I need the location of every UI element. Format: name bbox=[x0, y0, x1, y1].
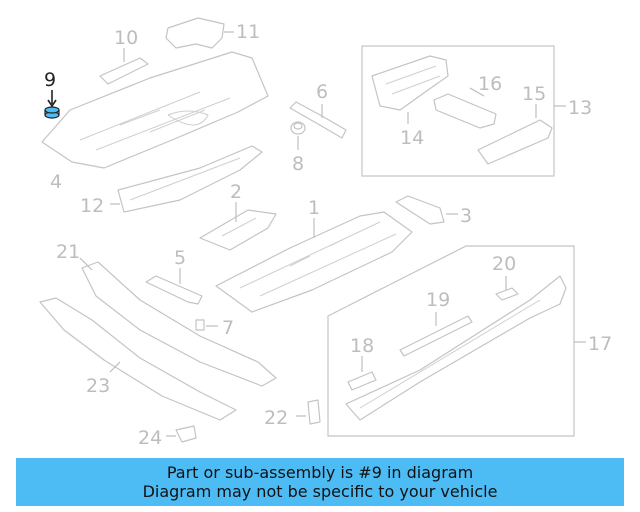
part-1-shape bbox=[215, 211, 413, 313]
callout-16[interactable]: 16 bbox=[478, 73, 502, 95]
part-22-shape bbox=[296, 399, 321, 425]
callout-22[interactable]: 22 bbox=[264, 407, 288, 429]
banner-line-2: Diagram may not be specific to your vehi… bbox=[142, 482, 498, 501]
callout-3[interactable]: 3 bbox=[460, 205, 472, 227]
callout-2[interactable]: 2 bbox=[230, 181, 242, 203]
part-21-shape bbox=[79, 257, 277, 387]
part-6-shape bbox=[289, 101, 347, 139]
callout-13[interactable]: 13 bbox=[568, 97, 592, 119]
assembly-13-box bbox=[361, 45, 566, 177]
part-2-shape bbox=[199, 202, 277, 251]
part-11-shape bbox=[165, 17, 234, 49]
callout-9[interactable]: 9 bbox=[44, 69, 56, 91]
callout-1[interactable]: 1 bbox=[308, 197, 320, 219]
callout-4[interactable]: 4 bbox=[50, 171, 62, 193]
assembly-17-box bbox=[327, 245, 586, 437]
callout-12[interactable]: 12 bbox=[80, 195, 104, 217]
part-23-shape bbox=[39, 297, 237, 421]
callout-24[interactable]: 24 bbox=[138, 427, 162, 449]
callout-6[interactable]: 6 bbox=[316, 81, 328, 103]
callout-7[interactable]: 7 bbox=[222, 317, 234, 339]
info-banner: Part or sub-assembly is #9 in diagram Di… bbox=[16, 458, 624, 506]
parts-diagram: 9 10 11 4 6 8 12 16 15 14 13 2 1 3 21 5 … bbox=[39, 17, 612, 449]
callout-18[interactable]: 18 bbox=[350, 335, 374, 357]
callout-17[interactable]: 17 bbox=[588, 333, 612, 355]
callout-5[interactable]: 5 bbox=[174, 247, 186, 269]
part-7-shape bbox=[195, 319, 218, 331]
callout-10[interactable]: 10 bbox=[114, 27, 138, 49]
part-3-shape bbox=[395, 195, 458, 225]
part-24-shape bbox=[166, 425, 197, 443]
part-9-plug-icon bbox=[44, 90, 60, 119]
banner-line-1: Part or sub-assembly is #9 in diagram bbox=[166, 463, 474, 482]
part-8-shape bbox=[290, 121, 306, 150]
callout-21[interactable]: 21 bbox=[56, 241, 80, 263]
callout-8[interactable]: 8 bbox=[292, 153, 304, 175]
part-10-shape bbox=[99, 48, 149, 85]
part-12-shape bbox=[110, 145, 263, 213]
callout-11[interactable]: 11 bbox=[236, 21, 260, 43]
callout-19[interactable]: 19 bbox=[426, 289, 450, 311]
callout-23[interactable]: 23 bbox=[86, 375, 110, 397]
callout-15[interactable]: 15 bbox=[522, 83, 546, 105]
part-4-shape bbox=[41, 51, 269, 169]
callout-20[interactable]: 20 bbox=[492, 253, 516, 275]
part-5-shape bbox=[145, 268, 203, 305]
callout-14[interactable]: 14 bbox=[400, 127, 424, 149]
